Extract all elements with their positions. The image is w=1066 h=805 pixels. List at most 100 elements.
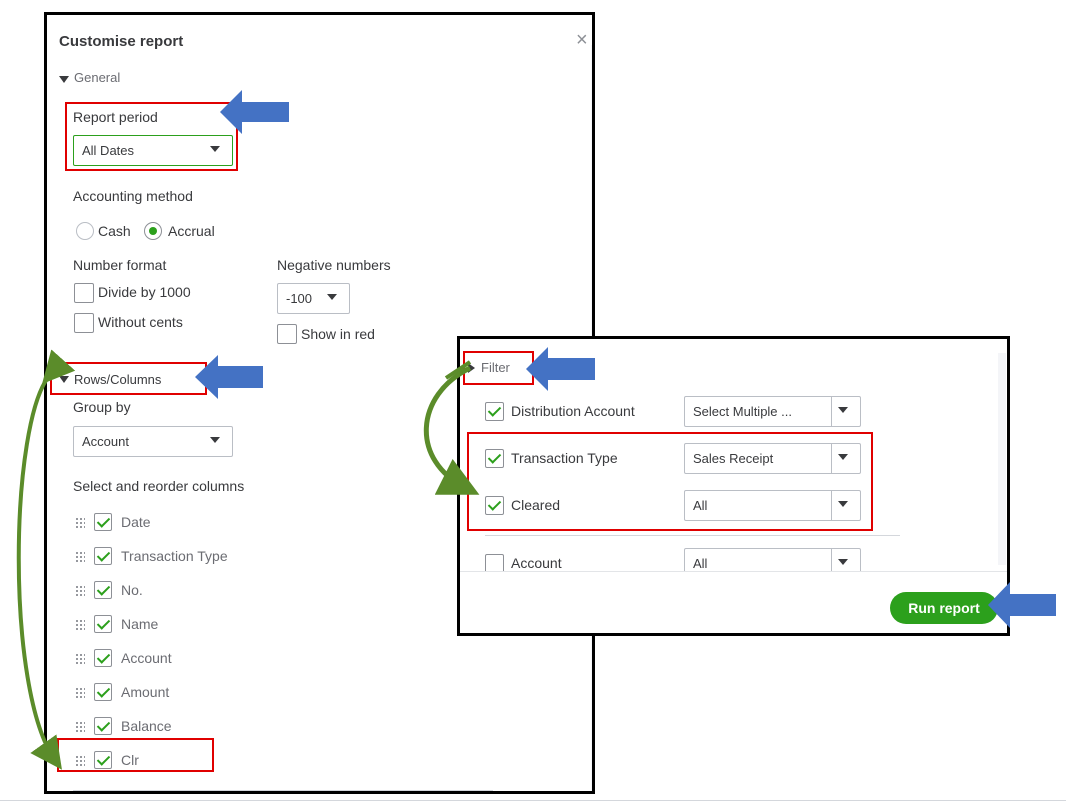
account-checkbox[interactable] (485, 554, 504, 571)
transaction-type-select[interactable]: Sales Receipt (684, 443, 861, 474)
select-divider (831, 549, 832, 571)
caret-down-icon (838, 559, 848, 565)
column-label: Date (121, 514, 151, 530)
report-period-label: Report period (73, 109, 158, 125)
checkmark-icon[interactable] (94, 547, 112, 565)
without-cents-checkbox[interactable] (74, 313, 94, 333)
drag-handle-icon[interactable] (75, 687, 85, 699)
negative-numbers-select[interactable]: -100 (277, 283, 350, 314)
curved-arrow-icon (423, 365, 480, 495)
arrow-pointer-icon (988, 582, 1056, 628)
drag-handle-icon[interactable] (75, 551, 85, 563)
drag-handle-icon[interactable] (75, 653, 85, 665)
select-columns-label: Select and reorder columns (73, 478, 245, 494)
column-label: Name (121, 616, 159, 632)
divider (485, 535, 900, 536)
filter-row-value: All (693, 498, 708, 513)
close-icon[interactable]: × (576, 29, 588, 51)
filter-row-clip: Account All (460, 544, 1005, 571)
drag-handle-icon[interactable] (75, 585, 85, 597)
drag-handle-icon[interactable] (75, 721, 85, 733)
caret-down-icon (327, 294, 337, 300)
column-label: No. (121, 582, 143, 598)
caret-down-icon (59, 76, 69, 83)
group-by-label: Group by (73, 399, 131, 415)
without-cents-label: Without cents (98, 314, 183, 330)
caret-down-icon (210, 437, 220, 443)
list-item[interactable]: Clr (73, 749, 373, 773)
column-label: Balance (121, 718, 172, 734)
filter-row-label: Distribution Account (511, 403, 635, 419)
filter-label: Filter (481, 360, 510, 375)
checkmark-icon[interactable] (94, 649, 112, 667)
filter-row-label: Account (511, 555, 562, 571)
divide-checkbox[interactable] (74, 283, 94, 303)
list-item[interactable]: Date (73, 511, 373, 535)
checkmark-icon[interactable] (94, 513, 112, 531)
negative-numbers-label: Negative numbers (277, 257, 391, 273)
list-item[interactable]: Name (73, 613, 373, 637)
cash-radio[interactable] (76, 222, 94, 240)
column-label: Amount (121, 684, 170, 700)
caret-right-icon (468, 363, 475, 373)
filter-row-value: Select Multiple ... (693, 404, 792, 419)
report-period-value: All Dates (82, 143, 135, 158)
select-divider (831, 491, 832, 520)
panel-title: Customise report (59, 33, 184, 50)
caret-down-icon (838, 501, 848, 507)
drag-handle-icon[interactable] (75, 755, 85, 767)
divide-label: Divide by 1000 (98, 284, 191, 300)
column-label: Account (121, 650, 172, 666)
caret-down-icon (838, 407, 848, 413)
transaction-type-checkbox[interactable] (485, 449, 504, 468)
drag-handle-icon[interactable] (75, 619, 85, 631)
filter-panel: Filter Distribution Account Select Multi… (457, 336, 1010, 636)
select-divider (831, 397, 832, 426)
scrollbar[interactable] (998, 353, 1006, 565)
column-label: Clr (121, 752, 139, 768)
rows-columns-label: Rows/Columns (74, 372, 162, 387)
highlight-report-period (65, 102, 238, 171)
negative-value: -100 (286, 291, 313, 306)
account-select[interactable]: All (684, 548, 861, 571)
list-item[interactable]: Transaction Type (73, 545, 373, 569)
drag-handle-icon[interactable] (75, 517, 85, 529)
general-label: General (74, 70, 121, 85)
distribution-account-checkbox[interactable] (485, 402, 504, 421)
distribution-account-select[interactable]: Select Multiple ... (684, 396, 861, 427)
group-by-value: Account (82, 434, 129, 449)
select-divider (831, 444, 832, 473)
cash-label: Cash (98, 223, 131, 239)
list-item[interactable]: No. (73, 579, 373, 603)
cleared-select[interactable]: All (684, 490, 861, 521)
arrow-pointer-icon (526, 347, 595, 391)
show-red-checkbox[interactable] (277, 324, 297, 344)
checkmark-icon[interactable] (94, 717, 112, 735)
arrow-pointer-icon (195, 355, 263, 399)
checkmark-icon[interactable] (94, 751, 112, 769)
list-item[interactable]: Amount (73, 681, 373, 705)
list-item[interactable]: Balance (73, 715, 373, 739)
filter-row-label: Cleared (511, 497, 561, 513)
column-label: Transaction Type (121, 548, 228, 564)
curved-arrow-icon (444, 360, 472, 380)
accounting-method-label: Accounting method (73, 188, 193, 204)
curved-arrow-icon (16, 349, 76, 770)
cleared-checkbox[interactable] (485, 496, 504, 515)
checkmark-icon[interactable] (94, 683, 112, 701)
caret-down-icon (838, 454, 848, 460)
accrual-radio[interactable] (144, 222, 162, 240)
checkmark-icon[interactable] (94, 581, 112, 599)
checkmark-icon[interactable] (94, 615, 112, 633)
filter-row-value: Sales Receipt (693, 451, 774, 466)
list-item[interactable]: Account (73, 647, 373, 671)
show-red-label: Show in red (301, 326, 375, 342)
columns-list: Date Transaction Type No. Name Account A… (73, 511, 373, 783)
filter-row-label: Transaction Type (511, 450, 618, 466)
run-report-button[interactable]: Run report (890, 592, 998, 624)
report-period-select[interactable]: All Dates (73, 135, 233, 166)
group-by-select[interactable]: Account (73, 426, 233, 457)
divider (73, 790, 493, 791)
footer-divider (460, 571, 1007, 572)
